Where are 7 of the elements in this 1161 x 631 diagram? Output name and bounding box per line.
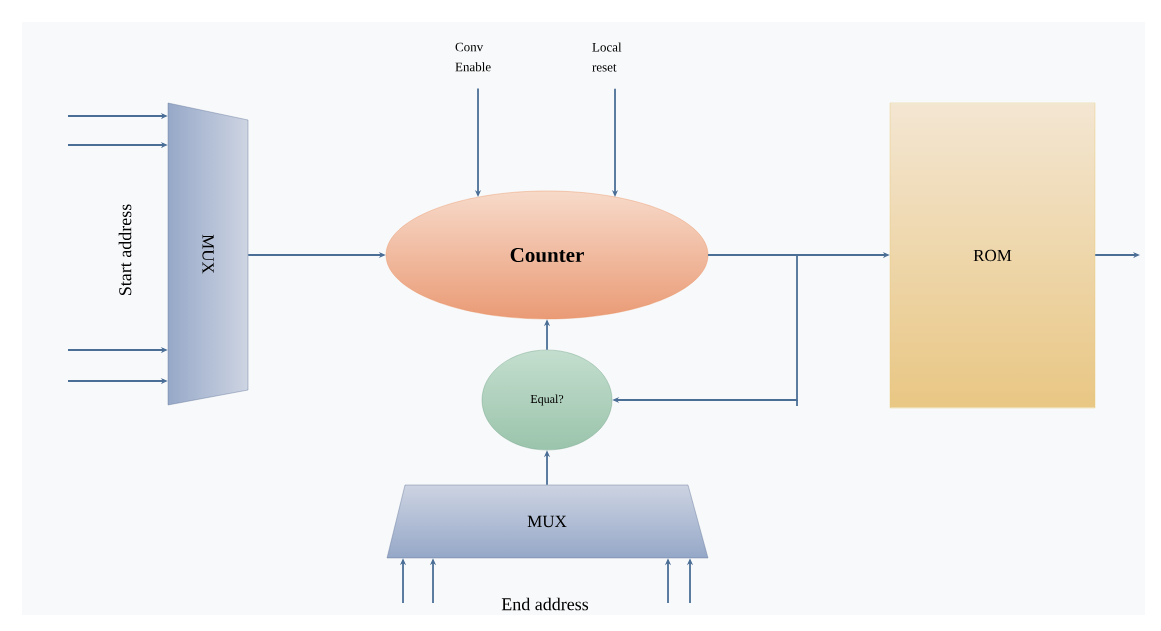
mux-trapezoid: MUX (167, 102, 249, 406)
rom-box: ROM (889, 102, 1096, 409)
signal-label: Conv Enable (455, 42, 491, 72)
bus-label: End address (501, 597, 589, 611)
signal-label: Local reset (592, 42, 622, 72)
mux-trapezoid: MUX (386, 484, 709, 559)
bus-label: Start address (118, 204, 132, 296)
